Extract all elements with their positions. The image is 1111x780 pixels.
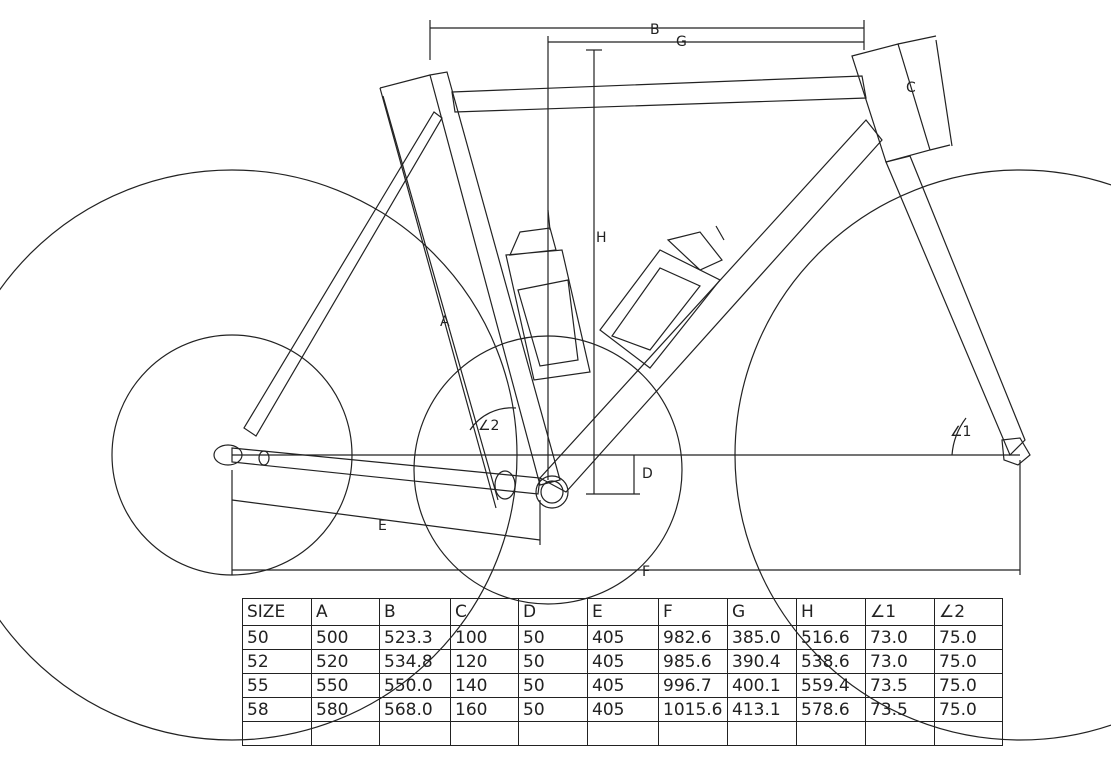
table-cell: 73.0 — [865, 649, 935, 674]
table-cell: 578.6 — [796, 697, 866, 722]
table-cell: 100 — [450, 625, 519, 650]
table-cell — [311, 721, 380, 746]
table-cell: 73.5 — [865, 697, 935, 722]
table-cell: 50 — [518, 625, 588, 650]
table-row: 58 580 568.0 160 50 405 1015.6 413.1 578… — [242, 697, 1003, 722]
table-cell — [242, 721, 312, 746]
rear-dropout — [213, 444, 243, 466]
header-g: G — [727, 598, 797, 626]
table-cell — [658, 721, 728, 746]
seat-tube — [429, 71, 561, 486]
seat-stay — [243, 111, 443, 437]
label-e: E — [378, 518, 387, 534]
label-angle-1: ∠1 — [950, 424, 971, 440]
table-cell: 405 — [587, 649, 659, 674]
table-cell: 160 — [450, 697, 519, 722]
table-cell: 50 — [518, 673, 588, 698]
table-cell — [727, 721, 797, 746]
table-cell: 534.8 — [379, 649, 451, 674]
table-cell: 405 — [587, 625, 659, 650]
label-g: G — [676, 34, 687, 50]
table-cell: 559.4 — [796, 673, 866, 698]
header-d: D — [518, 598, 588, 626]
label-angle-2: ∠2 — [478, 418, 499, 434]
label-b: B — [650, 22, 660, 38]
table-cell: 75.0 — [934, 697, 1003, 722]
table-row: 52 520 534.8 120 50 405 985.6 390.4 538.… — [242, 649, 1003, 674]
seat-post-line — [379, 87, 497, 509]
fork — [885, 155, 1026, 457]
table-cell — [865, 721, 935, 746]
header-a: A — [311, 598, 380, 626]
table-cell: 50 — [518, 697, 588, 722]
table-cell: 73.5 — [865, 673, 935, 698]
header-angle-1: ∠1 — [865, 598, 935, 626]
table-cell: 985.6 — [658, 649, 728, 674]
table-cell: 538.6 — [796, 649, 866, 674]
front-dropout — [1001, 437, 1031, 466]
table-row-empty — [242, 721, 1003, 746]
table-cell — [587, 721, 659, 746]
table-cell: 58 — [242, 697, 312, 722]
bottle-cage-down-tube — [599, 231, 723, 369]
table-row: 50 500 523.3 100 50 405 982.6 385.0 516.… — [242, 625, 1003, 650]
table-cell: 405 — [587, 697, 659, 722]
table-cell: 140 — [450, 673, 519, 698]
table-cell: 50 — [518, 649, 588, 674]
table-cell: 73.0 — [865, 625, 935, 650]
head-tube — [851, 43, 931, 163]
table-cell: 75.0 — [934, 649, 1003, 674]
table-cell: 500 — [311, 625, 380, 650]
label-a: A — [440, 314, 450, 330]
table-cell: 520 — [311, 649, 380, 674]
geometry-table: SIZE A B C D E F G H ∠1 ∠2 50 500 523.3 … — [242, 598, 1003, 746]
header-c: C — [450, 598, 519, 626]
header-size: SIZE — [242, 598, 312, 626]
header-f: F — [658, 598, 728, 626]
table-cell: 982.6 — [658, 625, 728, 650]
table-row: 55 550 550.0 140 50 405 996.7 400.1 559.… — [242, 673, 1003, 698]
table-cell: 405 — [587, 673, 659, 698]
table-cell: 400.1 — [727, 673, 797, 698]
table-cell: 1015.6 — [658, 697, 728, 722]
label-c: C — [906, 80, 916, 96]
header-h: H — [796, 598, 866, 626]
table-cell: 523.3 — [379, 625, 451, 650]
angle-1-arc — [951, 417, 967, 456]
table-cell: 568.0 — [379, 697, 451, 722]
table-cell: 390.4 — [727, 649, 797, 674]
bottom-bracket — [535, 475, 569, 509]
table-cell: 55 — [242, 673, 312, 698]
table-cell: 50 — [242, 625, 312, 650]
bottle-cage-seat-tube — [505, 227, 591, 381]
table-cell: 996.7 — [658, 673, 728, 698]
table-cell: 75.0 — [934, 625, 1003, 650]
table-cell — [379, 721, 451, 746]
label-f: F — [642, 564, 650, 580]
table-cell — [450, 721, 519, 746]
table-cell: 385.0 — [727, 625, 797, 650]
angle-2-arc — [469, 407, 517, 431]
table-cell: 550 — [311, 673, 380, 698]
table-cell — [796, 721, 866, 746]
table-cell: 516.6 — [796, 625, 866, 650]
chain-stay — [231, 447, 541, 495]
table-cell — [934, 721, 1003, 746]
top-tube — [451, 75, 867, 113]
label-h: H — [596, 230, 607, 246]
header-b: B — [379, 598, 451, 626]
down-tube — [539, 119, 883, 493]
table-cell — [518, 721, 588, 746]
table-cell: 550.0 — [379, 673, 451, 698]
header-angle-2: ∠2 — [934, 598, 1003, 626]
table-cell: 413.1 — [727, 697, 797, 722]
table-header-row: SIZE A B C D E F G H ∠1 ∠2 — [242, 598, 1003, 626]
table-cell: 120 — [450, 649, 519, 674]
label-d: D — [642, 466, 653, 482]
table-cell: 75.0 — [934, 673, 1003, 698]
table-cell: 52 — [242, 649, 312, 674]
header-e: E — [587, 598, 659, 626]
table-cell: 580 — [311, 697, 380, 722]
